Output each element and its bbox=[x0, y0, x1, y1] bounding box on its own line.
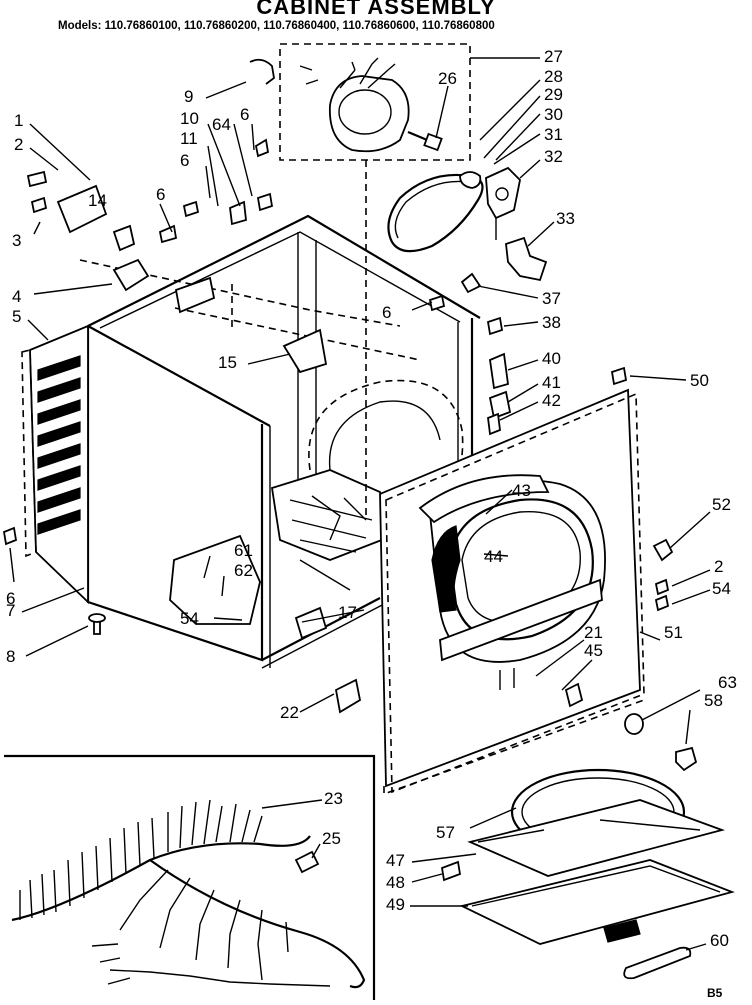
door-outer-panel bbox=[459, 859, 735, 945]
callout-4: 4 bbox=[12, 287, 21, 306]
callout-57: 57 bbox=[436, 823, 455, 842]
callout-5: 5 bbox=[12, 307, 21, 326]
callout-1: 1 bbox=[14, 111, 23, 130]
callout-61: 61 bbox=[234, 541, 253, 560]
callout-10: 10 bbox=[180, 109, 199, 128]
callout-8: 8 bbox=[6, 647, 15, 666]
callout-51: 51 bbox=[664, 623, 683, 642]
models-line: Models: 110.76860100, 110.76860200, 110.… bbox=[58, 20, 495, 32]
callout-48: 48 bbox=[386, 873, 405, 892]
motor-assembly bbox=[249, 43, 471, 161]
callout-43: 43 bbox=[512, 481, 531, 500]
callout-58: 58 bbox=[704, 691, 723, 710]
callout-64: 64 bbox=[212, 115, 231, 134]
callout-26: 26 bbox=[438, 69, 457, 88]
callout-6-rear: 6 bbox=[382, 303, 391, 322]
callout-2: 2 bbox=[14, 135, 23, 154]
callout-17: 17 bbox=[338, 603, 357, 622]
callout-60: 60 bbox=[710, 931, 729, 950]
callout-62: 62 bbox=[234, 561, 253, 580]
drum-belt bbox=[387, 173, 484, 253]
door-handle bbox=[623, 946, 692, 980]
diagram-code: B5 bbox=[707, 986, 723, 1000]
callout-37: 37 bbox=[542, 289, 561, 308]
callout-31: 31 bbox=[544, 125, 563, 144]
leader-lines bbox=[9, 57, 711, 951]
callout-49: 49 bbox=[386, 895, 405, 914]
callout-9: 9 bbox=[184, 87, 193, 106]
callout-42: 42 bbox=[542, 391, 561, 410]
callout-27: 27 bbox=[544, 47, 563, 66]
door-liner bbox=[467, 799, 725, 877]
callout-33: 33 bbox=[556, 209, 575, 228]
callout-52: 52 bbox=[712, 495, 731, 514]
callout-41: 41 bbox=[542, 373, 561, 392]
callout-22: 22 bbox=[280, 703, 299, 722]
callout-50: 50 bbox=[690, 371, 709, 390]
callout-3: 3 bbox=[12, 231, 21, 250]
callout-7: 7 bbox=[6, 601, 15, 620]
callout-14: 14 bbox=[88, 191, 107, 210]
callout-30: 30 bbox=[544, 105, 563, 124]
callout-29: 29 bbox=[544, 85, 563, 104]
callout-63: 63 bbox=[718, 673, 737, 692]
idler-pulley bbox=[459, 166, 521, 240]
idler-bracket bbox=[505, 236, 548, 282]
door-strike-and-catch bbox=[624, 538, 698, 772]
callout-54-front: 54 bbox=[712, 579, 731, 598]
callout-6-top-b: 6 bbox=[180, 151, 189, 170]
callout-45: 45 bbox=[584, 641, 603, 660]
callout-25: 25 bbox=[322, 829, 341, 848]
callout-6-cabinet: 6 bbox=[156, 185, 165, 204]
callout-6-top-a: 6 bbox=[240, 105, 249, 124]
callout-28: 28 bbox=[544, 67, 563, 86]
callout-47: 47 bbox=[386, 851, 405, 870]
small-hardware bbox=[2, 138, 670, 882]
callout-44: 44 bbox=[484, 547, 503, 566]
callout-40: 40 bbox=[542, 349, 561, 368]
side-panel-vents bbox=[21, 324, 89, 605]
callout-labels: 1 2 3 4 5 6 6 6 6 6 7 8 9 10 11 14 15 17… bbox=[6, 47, 737, 950]
callout-15: 15 bbox=[218, 353, 237, 372]
callout-38: 38 bbox=[542, 313, 561, 332]
callout-54-base: 54 bbox=[180, 609, 199, 628]
callout-21: 21 bbox=[584, 623, 603, 642]
front-panel bbox=[379, 388, 645, 796]
callout-23: 23 bbox=[324, 789, 343, 808]
diagram-title: CABINET ASSEMBLY bbox=[256, 0, 496, 19]
cabinet-body bbox=[79, 160, 481, 669]
callout-32: 32 bbox=[544, 147, 563, 166]
wire-harness-inset bbox=[4, 754, 376, 1000]
callout-11: 11 bbox=[180, 129, 198, 148]
callout-2-front: 2 bbox=[714, 557, 723, 576]
callout-6-left-bottom: 6 bbox=[6, 589, 15, 608]
